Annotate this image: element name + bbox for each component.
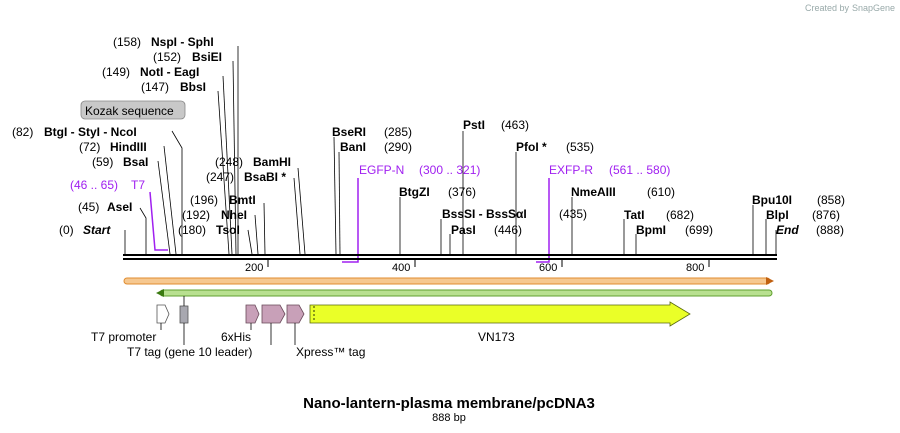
site-label-bsssi: BssSI - BssSαI xyxy=(442,207,527,221)
site-label-tati: TatI xyxy=(624,208,644,222)
ruler-label-400: 400 xyxy=(392,262,410,274)
his-tag-arrow xyxy=(245,304,260,324)
primer-label-t7: T7 xyxy=(131,178,145,192)
site-label-pasi: PasI xyxy=(451,223,476,237)
site-pos-nmeaiii: (610) xyxy=(647,185,675,199)
site-label-bpu10i: Bpu10I xyxy=(752,193,792,207)
site-label-bamhi: BamHI xyxy=(253,155,291,169)
start-pos: (0) xyxy=(59,223,74,237)
feature-label-xpress-tag: Xpress™ tag xyxy=(296,345,365,359)
site-pos-bpmi: (699) xyxy=(685,223,713,237)
primer-range-egfp-n: (300 .. 321) xyxy=(419,163,480,177)
site-label-hindiii: HindIII xyxy=(110,140,147,154)
site-label-bsai: BsaI xyxy=(123,155,148,169)
site-pos-pfoi: (535) xyxy=(566,140,594,154)
feature-label-t7-tag: T7 tag (gene 10 leader) xyxy=(127,345,252,359)
end-label: End xyxy=(776,223,799,237)
end-pos: (888) xyxy=(816,223,844,237)
start-label: Start xyxy=(83,223,111,237)
vn173-arrow xyxy=(309,301,691,327)
primer-mark-t7 xyxy=(149,191,168,251)
site-pos-nhei: (192) xyxy=(182,208,210,222)
map-length: 888 bp xyxy=(432,412,466,424)
created-by-text: Created by xyxy=(805,3,850,13)
site-label-nhei: NheI xyxy=(221,208,247,222)
primer-marks xyxy=(149,178,550,263)
site-label-noti-eagi: NotI - EagI xyxy=(140,65,199,79)
ruler-label-600: 600 xyxy=(539,262,557,274)
site-label-nmeaiii: NmeAIII xyxy=(571,185,616,199)
site-label-bmti: BmtI xyxy=(229,193,256,207)
primer-range-t7: (46 .. 65) xyxy=(70,178,118,192)
site-pos-asei: (45) xyxy=(78,200,99,214)
feature-label-t7-promoter: T7 promoter xyxy=(91,330,156,344)
site-pos-blpi: (876) xyxy=(812,208,840,222)
xpress-tag-arrow xyxy=(286,304,305,324)
site-pos-bmti: (196) xyxy=(190,193,218,207)
site-pos-psti: (463) xyxy=(501,118,529,132)
orf-forward xyxy=(123,277,774,285)
site-label-bsiei: BsiEI xyxy=(192,50,222,64)
t7-tag-box xyxy=(179,305,189,324)
primer-label-exfp-r: EXFP-R xyxy=(549,163,593,177)
site-label-btgzi: BtgZI xyxy=(399,185,430,199)
site-pos-bbsi: (147) xyxy=(141,80,169,94)
site-pos-btgi-styi-ncoi: (82) xyxy=(12,125,33,139)
site-pos-nspi-sphi: (158) xyxy=(113,35,141,49)
site-pos-tsoi: (180) xyxy=(178,223,206,237)
site-label-psti: PstI xyxy=(463,118,485,132)
orf-reverse xyxy=(156,289,773,297)
ruler-label-200: 200 xyxy=(245,262,263,274)
kozak-sequence-label: Kozak sequence xyxy=(85,104,174,118)
snapgene-logo: SnapGene xyxy=(852,3,895,13)
site-pos-bani: (290) xyxy=(384,140,412,154)
site-label-tsoi: TsoI xyxy=(216,223,240,237)
site-label-blpi: BlpI xyxy=(766,208,789,222)
primer-mark-egfp-n xyxy=(342,178,359,263)
t7-promoter-arrow xyxy=(156,304,170,324)
site-pos-bsiei: (152) xyxy=(153,50,181,64)
site-pos-hindiii: (72) xyxy=(79,140,100,154)
site-label-bseri: BseRI xyxy=(332,125,366,139)
site-label-bsabi: BsaBI * xyxy=(244,170,286,184)
feature-label-6xhis: 6xHis xyxy=(221,330,251,344)
site-label-btgi-styi-ncoi: BtgI - StyI - NcoI xyxy=(44,125,137,139)
dna-strand-top xyxy=(123,254,777,256)
site-pos-bpu10i: (858) xyxy=(817,193,845,207)
site-label-bpmi: BpmI xyxy=(636,223,666,237)
site-pos-bseri: (285) xyxy=(384,125,412,139)
dna-strand-bottom xyxy=(123,258,777,260)
ruler-label-800: 800 xyxy=(686,262,704,274)
site-label-nspi-sphi: NspI - SphI xyxy=(151,35,214,49)
map-title: Nano-lantern-plasma membrane/pcDNA3 xyxy=(303,395,595,412)
his-tag-arrow-2 xyxy=(261,304,286,324)
site-label-bbsi: BbsI xyxy=(180,80,206,94)
site-pos-bsai: (59) xyxy=(92,155,113,169)
site-pos-bsssi: (435) xyxy=(559,207,587,221)
site-label-pfoi: PfoI * xyxy=(516,140,547,154)
feature-connectors xyxy=(160,323,296,345)
primer-label-egfp-n: EGFP-N xyxy=(359,163,404,177)
primer-range-exfp-r: (561 .. 580) xyxy=(609,163,670,177)
site-pos-tati: (682) xyxy=(666,208,694,222)
site-pos-bamhi: (248) xyxy=(215,155,243,169)
site-label-asei: AseI xyxy=(107,200,132,214)
site-lines xyxy=(124,46,777,255)
ruler-ticks xyxy=(267,260,710,267)
kozak-sequence-box xyxy=(80,100,186,120)
feature-label-vn173: VN173 xyxy=(478,330,515,344)
site-pos-noti-eagi: (149) xyxy=(102,65,130,79)
site-pos-pasi: (446) xyxy=(494,223,522,237)
site-label-bani: BanI xyxy=(340,140,366,154)
site-pos-bsabi: (247) xyxy=(206,170,234,184)
site-pos-btgzi: (376) xyxy=(448,185,476,199)
primer-mark-exfp-r xyxy=(536,178,550,263)
